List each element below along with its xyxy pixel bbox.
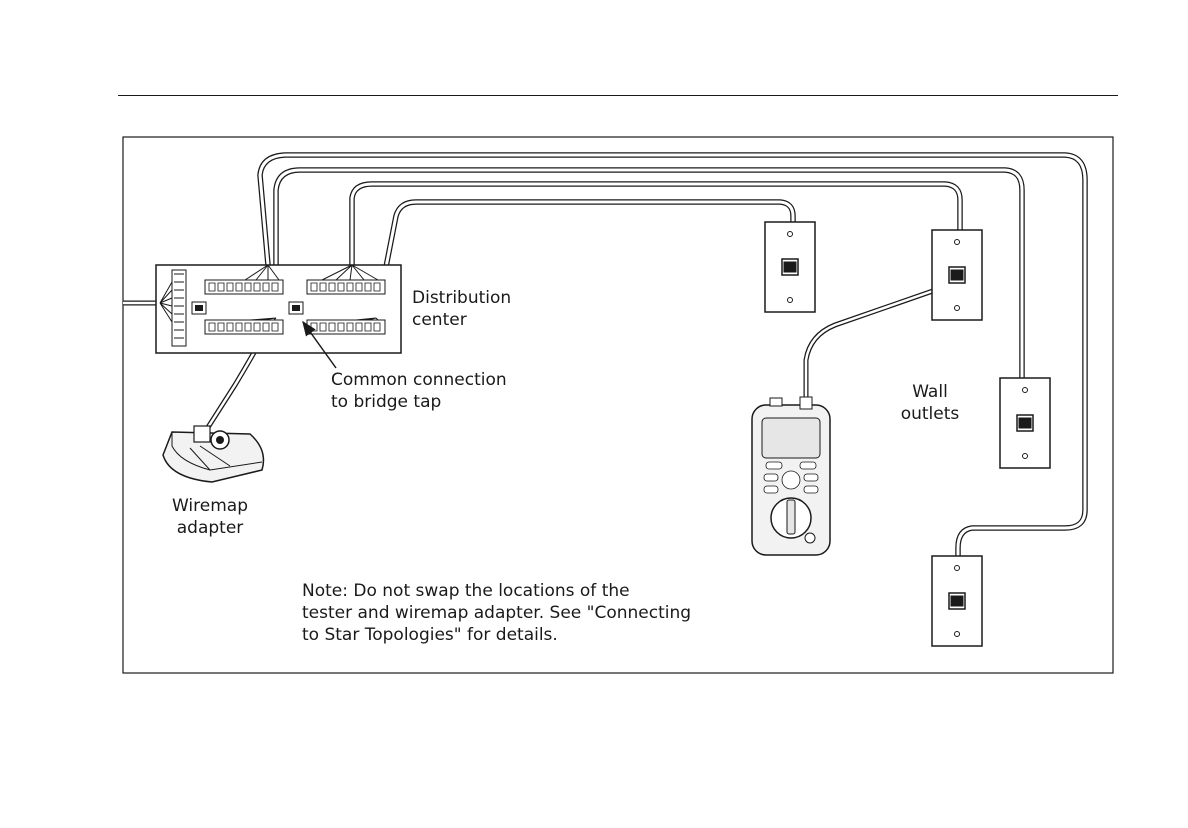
cable-tester — [752, 397, 830, 555]
note-text: Note: Do not swap the locations of the t… — [302, 580, 691, 646]
wall-outlet-4 — [932, 556, 982, 646]
wall-outlet-3 — [1000, 378, 1050, 468]
wall-outlet-1 — [765, 222, 815, 312]
wall-outlets-label: Wall outlets — [894, 381, 966, 425]
wiremap-adapter — [163, 426, 264, 482]
wall-outlet-2 — [932, 230, 982, 320]
cables — [123, 155, 1085, 556]
tester-display — [762, 418, 820, 458]
distribution-center-panel — [156, 265, 401, 353]
common-connection-label: Common connection to bridge tap — [331, 369, 507, 413]
distribution-center-label: Distribution center — [412, 287, 511, 331]
wiremap-adapter-label: Wiremap adapter — [162, 495, 258, 539]
